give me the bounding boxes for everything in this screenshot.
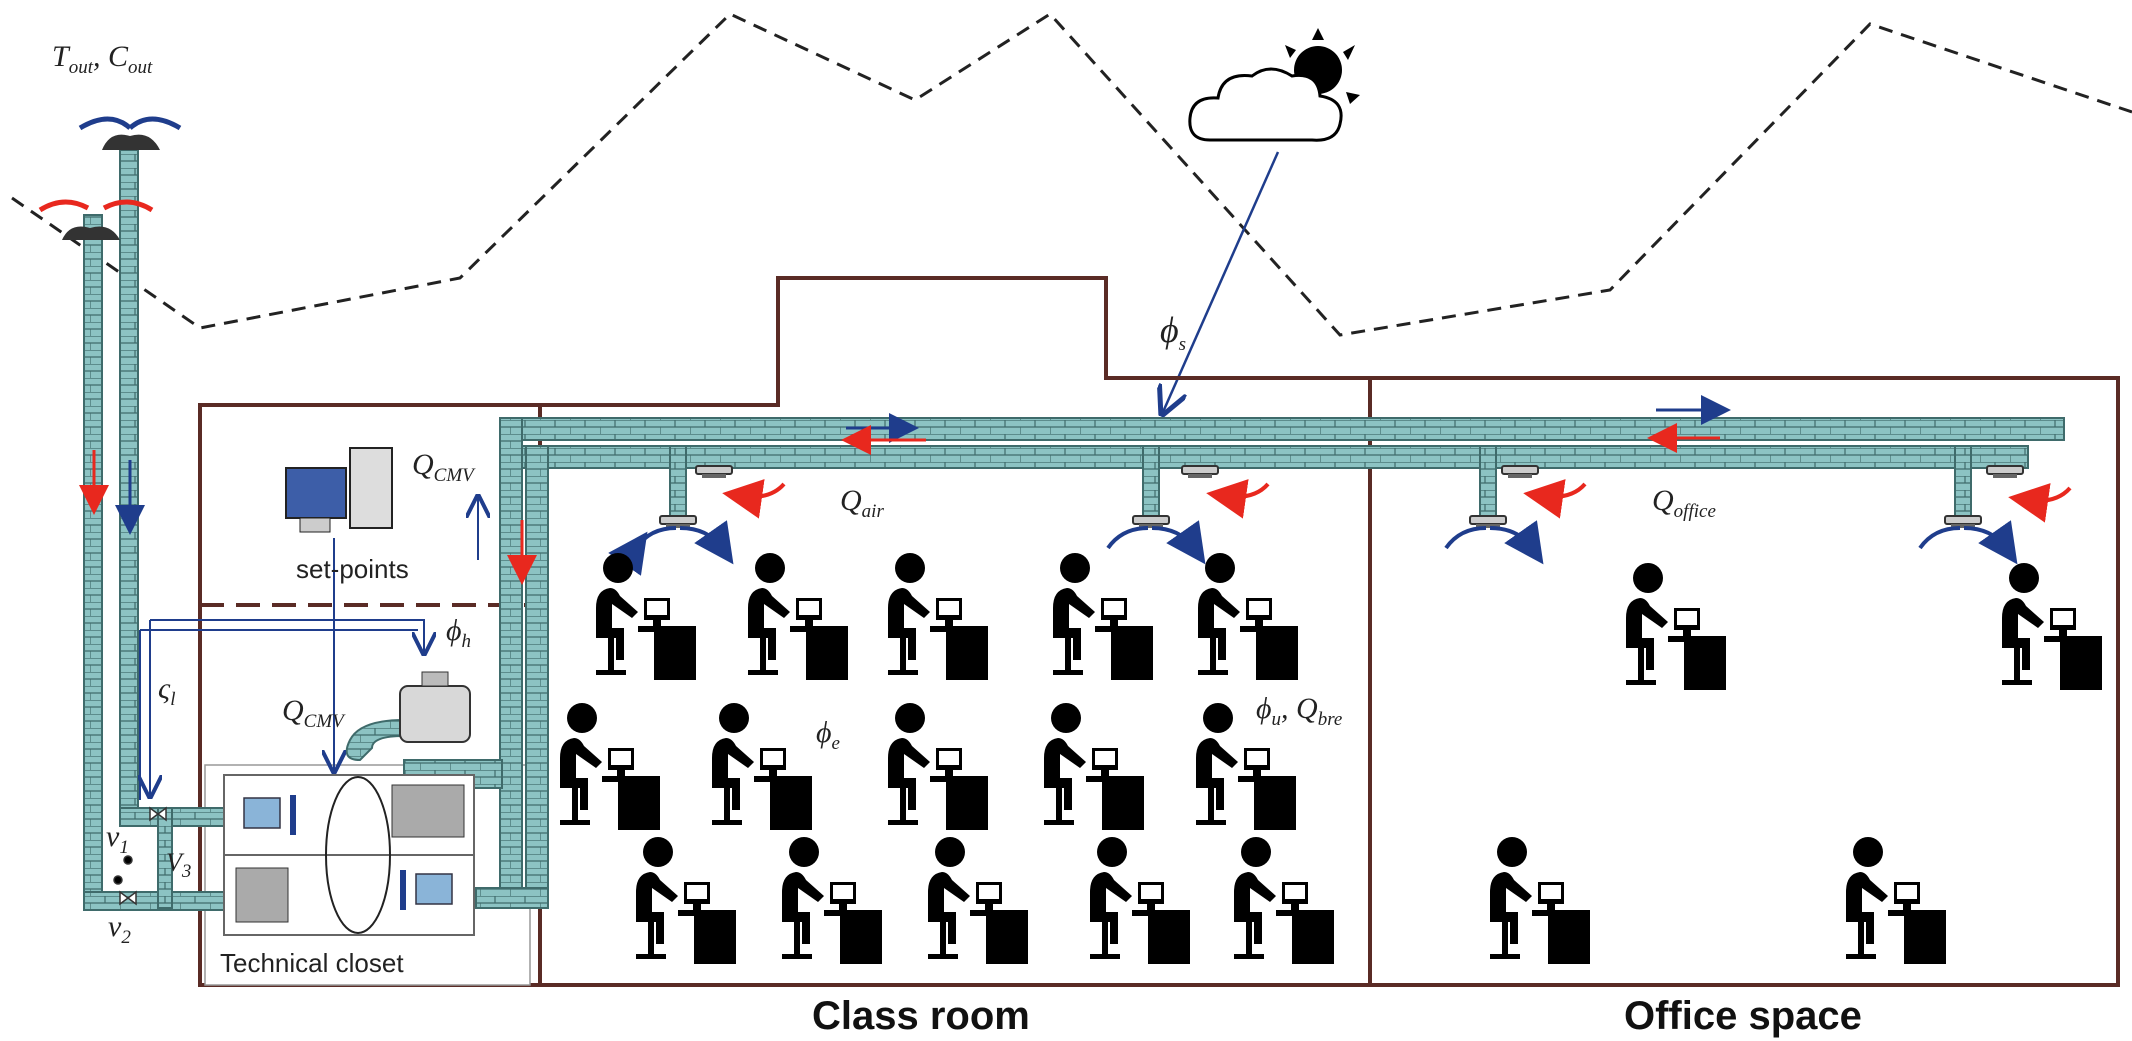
mountain-silhouette: [11, 12, 2132, 337]
valve-v1-label: v1: [106, 820, 129, 858]
equipment-gain-label: ϕe: [816, 716, 840, 754]
valve-v3-label: V3: [166, 848, 192, 883]
solar-radiation-line: [1163, 151, 1280, 412]
air-flow-label: Qair: [840, 484, 884, 522]
set-points-label: set-points: [296, 554, 409, 584]
office-space-label: Office space: [1624, 994, 1862, 1038]
class-room-label: Class room: [812, 994, 1030, 1038]
sun-cloud-icon: [1188, 28, 1360, 142]
diffuser-airflow-arrows: [608, 479, 2072, 576]
cmv-flow-top-label: QCMV: [412, 448, 474, 486]
roof-vent-icon: [38, 116, 182, 240]
office-flow-label: Qoffice: [1652, 484, 1716, 522]
solar-gain-label: ϕs: [1160, 310, 1187, 356]
valve-icon: [113, 806, 167, 906]
outdoor-conditions-label: Tout, Cout: [52, 40, 153, 78]
duct-flow-arrows: [79, 395, 1731, 585]
control-signal-lines: [140, 498, 478, 800]
building-walls: [198, 276, 2120, 987]
computer-icon: [285, 447, 393, 533]
occupant-icon: [560, 553, 2102, 964]
occupant-gain-label: ϕu, Qbre: [1256, 692, 1343, 730]
heater-power-label: ϕh: [446, 614, 472, 652]
valve-signal-label: ςl: [158, 672, 176, 710]
valve-v2-label: v2: [108, 910, 131, 948]
technical-closet-label: Technical closet: [220, 948, 404, 978]
cmv-flow-mid-label: QCMV: [282, 694, 344, 732]
air-handling-unit-icon: [223, 774, 475, 936]
heater-icon: [399, 671, 471, 743]
